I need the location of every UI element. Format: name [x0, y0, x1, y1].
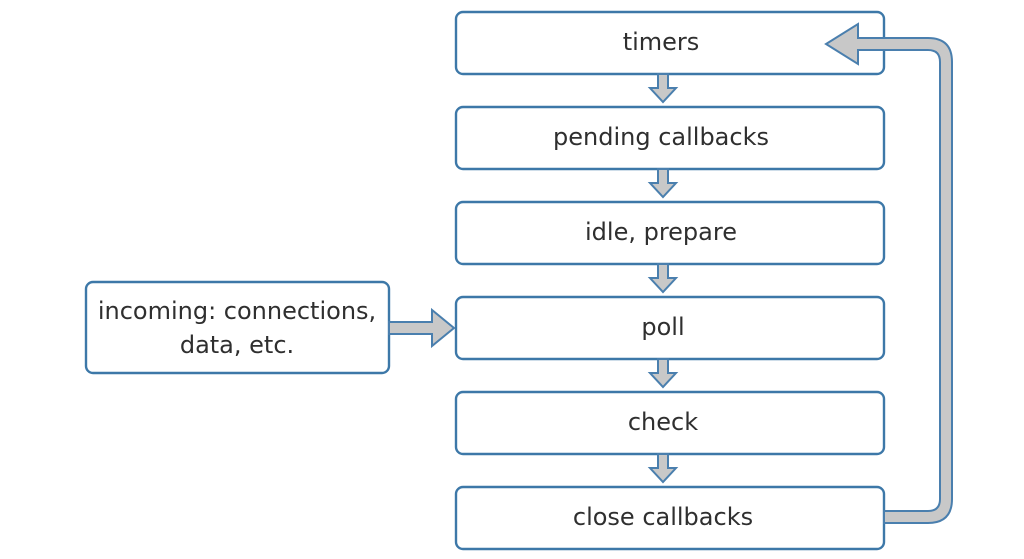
phase-label-check: check — [628, 408, 698, 436]
phase-label-close-callbacks: close callbacks — [573, 503, 753, 531]
phase-label-pending-callbacks: pending callbacks — [553, 123, 769, 151]
loop-back-arrow — [824, 22, 953, 524]
down-arrow-1 — [647, 73, 679, 104]
down-arrow-4 — [647, 358, 679, 389]
incoming-to-poll-arrow — [388, 307, 456, 349]
incoming-label-line2: data, etc. — [180, 331, 294, 359]
down-arrow-3 — [647, 263, 679, 294]
phase-box-pending-callbacks: pending callbacks — [454, 105, 886, 171]
down-arrow-5 — [647, 453, 679, 484]
phase-box-poll: poll — [454, 295, 886, 361]
phase-box-check: check — [454, 390, 886, 456]
phase-box-timers: timers — [454, 10, 886, 76]
incoming-label-line1: incoming: connections, — [98, 297, 376, 325]
phase-label-timers: timers — [623, 28, 700, 56]
phase-label-poll: poll — [641, 313, 684, 341]
phase-label-idle-prepare: idle, prepare — [585, 218, 737, 246]
incoming-box: incoming: connections, data, etc. — [84, 280, 391, 375]
phase-box-idle-prepare: idle, prepare — [454, 200, 886, 266]
phase-box-close-callbacks: close callbacks — [454, 485, 886, 551]
down-arrow-2 — [647, 168, 679, 199]
